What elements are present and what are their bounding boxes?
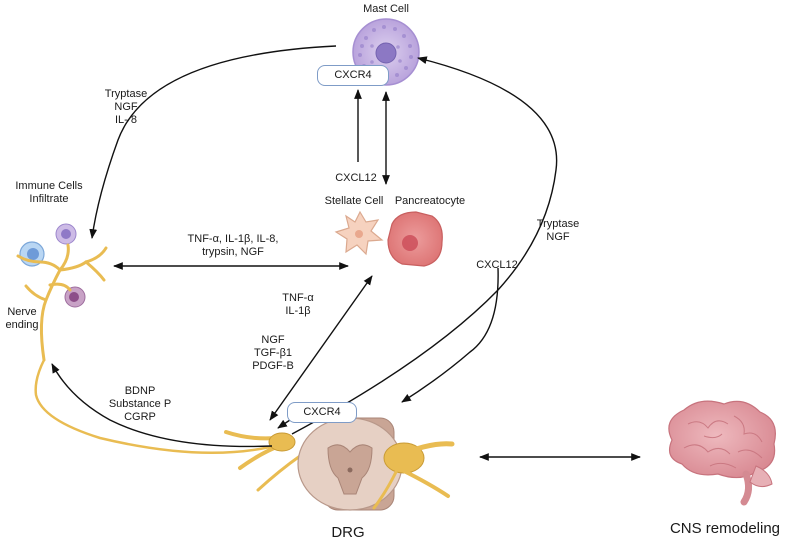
text-substance-p: Substance P	[108, 398, 172, 410]
text-bdnp: BDNP	[124, 385, 156, 397]
label-neuropeptides: BDNP Substance P CGRP	[100, 385, 180, 424]
label-cxcl12-center: CXCL12	[335, 172, 377, 184]
arrow-drg-to-nerve	[51, 363, 273, 448]
drg-spinal-cord	[224, 417, 455, 511]
text-ngf-right: NGF	[546, 231, 570, 243]
label-growth-factors: NGF TGF-β1 PDGF-B	[248, 334, 298, 373]
text-cytokines-line1: TNF-α, IL-1β, IL-8,	[187, 233, 279, 245]
text-nerve: Nerve	[7, 306, 37, 318]
arrows	[51, 45, 641, 461]
label-tryptase-right: Tryptase NGF	[528, 218, 588, 244]
label-cns-remodeling: CNS remodeling	[669, 520, 781, 537]
label-pancreatocyte: Pancreatocyte	[394, 195, 466, 207]
stellate-cell	[334, 210, 384, 256]
label-immune-cells: Immune Cells Infiltrate	[4, 180, 94, 206]
text-ngf: NGF	[114, 101, 138, 113]
text-infiltrate: Infiltrate	[29, 193, 69, 205]
receptor-cxcr4-top: CXCR4	[317, 65, 389, 86]
arrow-drg-to-mast	[291, 56, 558, 435]
text-il8: IL- 8	[114, 114, 137, 126]
text-ngf-gf: NGF	[261, 334, 285, 346]
brain	[668, 400, 776, 506]
text-cgrp: CGRP	[124, 411, 156, 423]
label-nerve-ending: Nerve ending	[2, 306, 42, 332]
text-il1b: IL-1β	[285, 305, 311, 317]
arrow-cxcl12-to-cxcr4	[401, 267, 499, 403]
label-tnf-short: TNF-α IL-1β	[276, 292, 320, 318]
label-stellate-cell: Stellate Cell	[324, 195, 384, 207]
text-tnf-alpha: TNF-α	[282, 292, 314, 304]
label-mast-cell: Mast Cell	[363, 3, 409, 15]
pancreatocyte-cell	[387, 211, 443, 267]
text-cytokines-line2: trypsin, NGF	[202, 246, 264, 258]
label-drg: DRG	[331, 524, 365, 541]
label-cytokines: TNF-α, IL-1β, IL-8, trypsin, NGF	[168, 233, 298, 259]
arrow-stellate-drg	[269, 275, 373, 421]
arrow-cxcr4-to-drg	[277, 419, 291, 429]
text-pdgfb: PDGF-B	[252, 360, 294, 372]
nerve-ending	[16, 243, 272, 454]
text-tryptase: Tryptase	[104, 88, 148, 100]
receptor-cxcr4-bottom: CXCR4	[287, 402, 357, 423]
label-tryptase-left: Tryptase NGF IL- 8	[96, 88, 156, 127]
text-ending: ending	[5, 319, 39, 331]
text-tryptase-right: Tryptase	[536, 218, 580, 230]
arrow-mast-to-immune	[89, 45, 337, 239]
label-cxcl12-right: CXCL12	[476, 259, 518, 271]
text-tgfb1: TGF-β1	[253, 347, 293, 359]
text-immune-cells: Immune Cells	[15, 180, 83, 192]
